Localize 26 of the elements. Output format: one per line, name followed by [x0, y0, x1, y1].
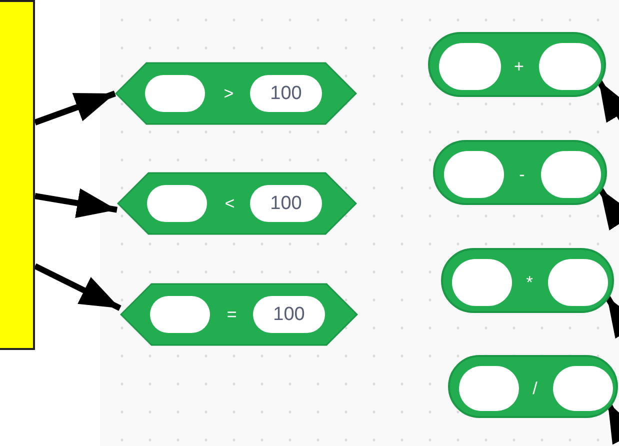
input-slot: [452, 259, 512, 306]
note-box: [0, 0, 35, 350]
arrow: [34, 263, 122, 311]
operator-symbol: *: [526, 272, 533, 292]
input-slot: [439, 43, 501, 90]
arrow: [34, 188, 118, 218]
operator-symbol: /: [532, 378, 538, 398]
input-slot: [444, 151, 504, 198]
input-slot: [539, 43, 601, 90]
number-field: 100: [253, 296, 325, 333]
input-slot: [548, 259, 608, 306]
number-field: 100: [250, 75, 322, 112]
operator-block: [448, 355, 618, 418]
operator-symbol: -: [519, 164, 525, 184]
operator-symbol: +: [514, 56, 524, 76]
input-slot: [541, 151, 601, 198]
arrow: [34, 90, 116, 126]
operator-symbol: >: [224, 84, 234, 104]
number-field: 100: [250, 185, 322, 222]
operator-block: [441, 248, 614, 313]
input-slot: [459, 366, 519, 411]
operator-block: [428, 32, 606, 97]
operator-block: [433, 140, 607, 205]
input-slot: [553, 366, 613, 411]
operator-symbol: =: [226, 304, 237, 324]
operator-symbol: <: [224, 194, 235, 214]
